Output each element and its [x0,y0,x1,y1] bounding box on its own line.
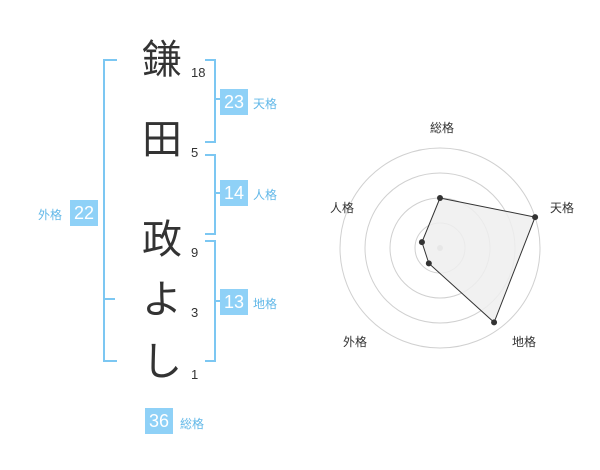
name-char-4: よ [142,277,182,323]
radar-axis-label-0: 総格 [430,120,454,135]
stroke-count-4: 3 [191,305,199,320]
tenkaku-bracket [205,59,216,143]
radar-ring-4 [339,147,541,349]
soukaku-value: 36 [145,408,174,434]
tenkaku-label: 天格 [253,97,278,111]
stroke-count-1: 18 [191,65,206,80]
chikaku-connector [214,300,220,302]
radar-axis-label-4: 人格 [330,200,354,215]
radar-axis-label-1: 天格 [550,200,574,215]
name-char-5: し [142,339,182,385]
radar-point-0 [437,195,443,201]
stroke-count-5: 1 [191,367,199,382]
jinkaku-label: 人格 [253,188,278,202]
name-char-1: 鎌 [142,37,182,83]
radar-point-2 [491,319,498,326]
gaikaku-label: 外格 [38,208,63,222]
radar-point-4 [418,239,425,246]
radar-point-3 [425,260,432,267]
chikaku-label: 地格 [253,297,278,311]
stroke-count-2: 5 [191,145,199,160]
jinkaku-bracket [205,154,216,235]
gaikaku-bracket [103,59,117,362]
soukaku-label: 総格 [180,417,205,431]
tenkaku-connector [214,98,220,100]
gaikaku-value: 22 [70,200,99,226]
stroke-count-3: 9 [191,245,199,260]
gaikaku-inner-tick [105,298,115,300]
chikaku-value: 13 [220,289,249,315]
radar-axis-label-3: 外格 [343,334,367,349]
name-char-2: 田 [142,117,182,163]
jinkaku-connector [214,192,220,194]
radar-axis-label-2: 地格 [512,334,536,349]
tenkaku-value: 23 [220,89,249,115]
radar-point-1 [532,214,539,221]
jinkaku-value: 14 [220,180,249,206]
name-char-3: 政 [142,217,182,263]
radar-series-polygon [421,197,536,324]
